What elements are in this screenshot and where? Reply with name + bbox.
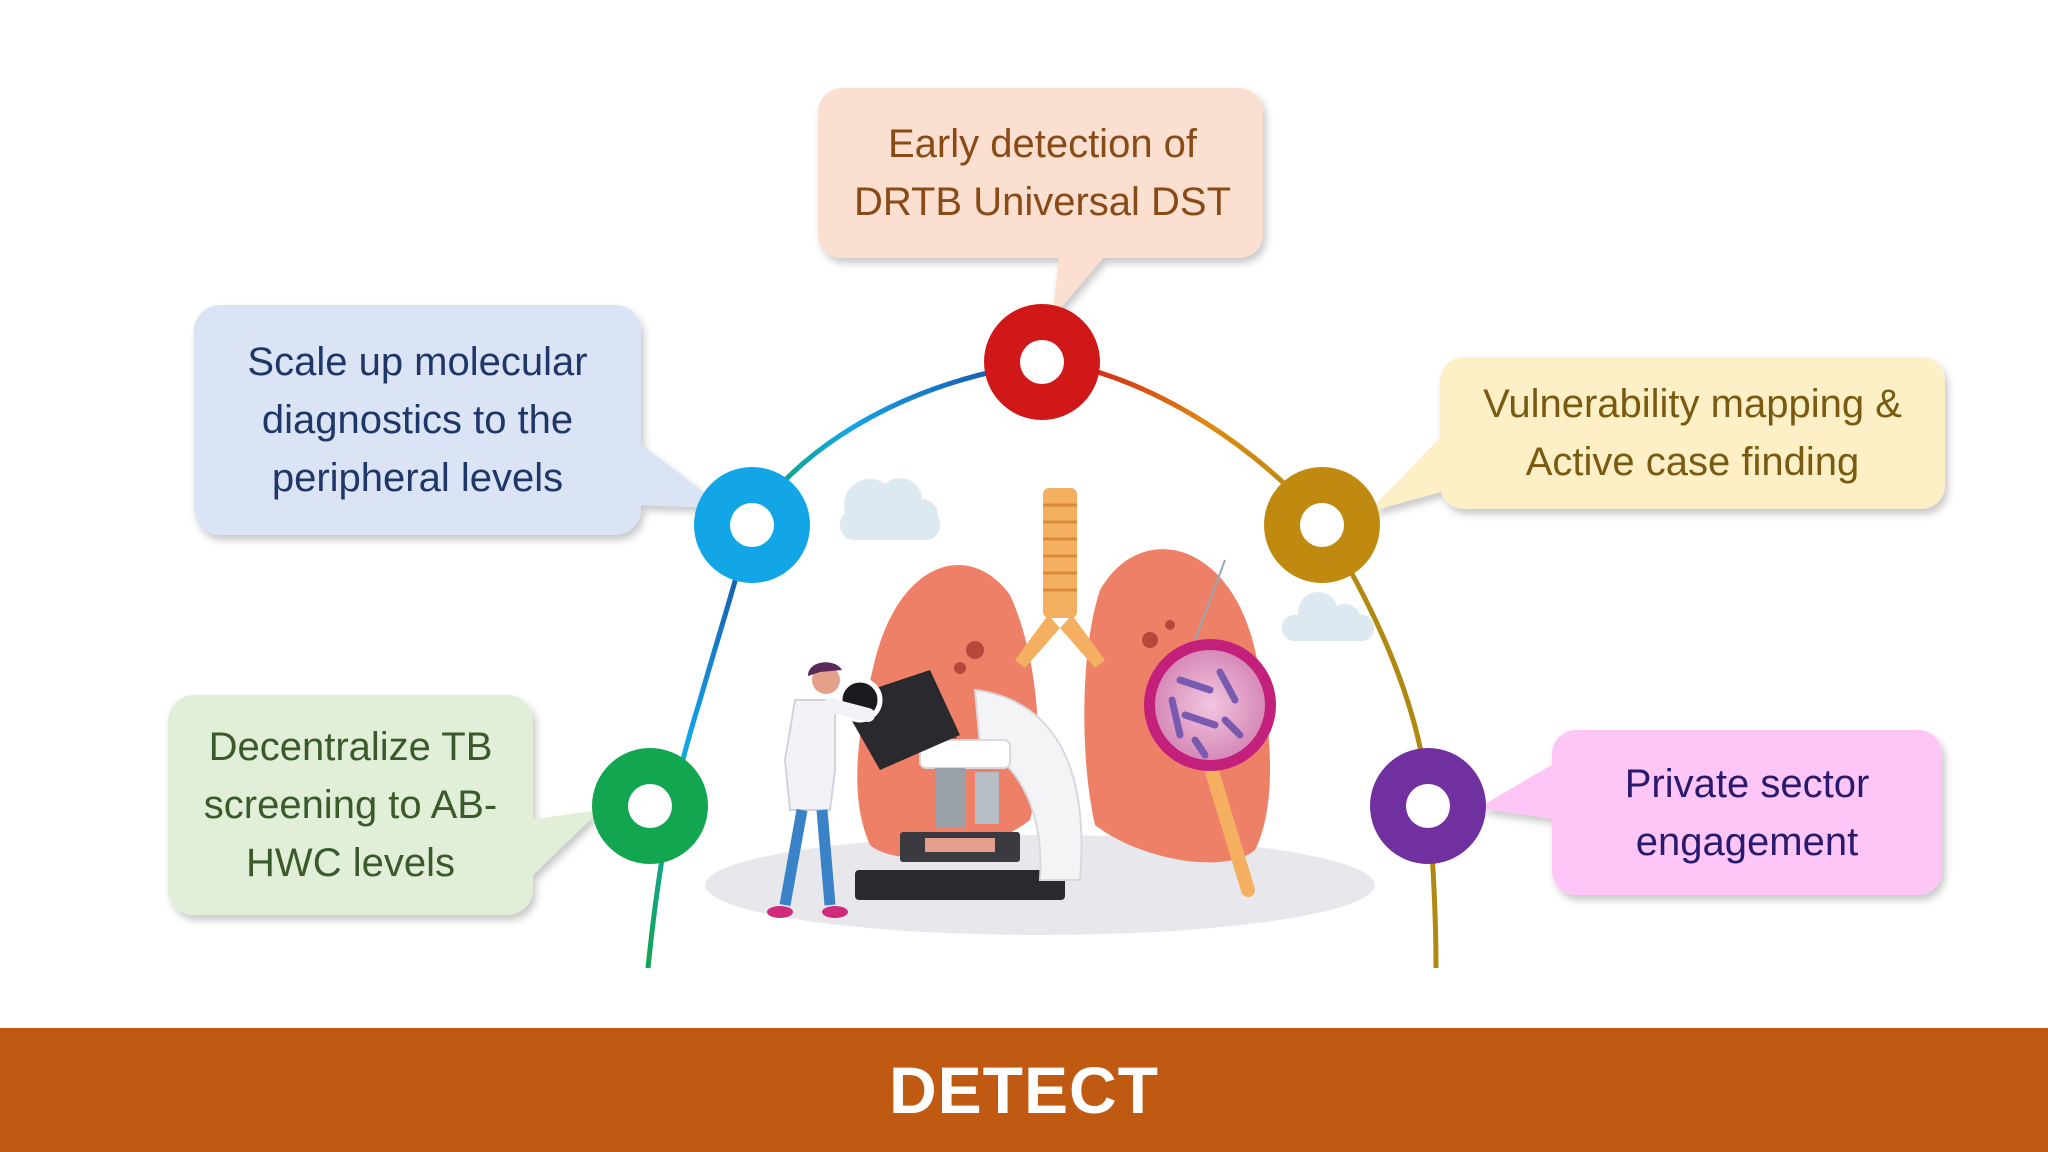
callout-bottom-right <box>1478 730 1942 895</box>
node-bottom-left <box>592 748 708 864</box>
magnifier-icon <box>1144 639 1276 897</box>
scientist-icon <box>767 662 875 918</box>
microscope-icon <box>837 670 1083 900</box>
callout-right <box>1368 357 1945 512</box>
callout-bottom-right-line-2: engagement <box>1635 819 1859 864</box>
callout-bottom-left <box>168 695 600 915</box>
footer-title: DETECT <box>889 1053 1159 1127</box>
callout-left-line-2: diagnostics to the <box>261 398 574 442</box>
node-left <box>694 467 810 583</box>
callout-bottom-left-line-1: Decentralize TB <box>208 725 493 769</box>
callout-top-line-2: DRTB Universal DST <box>853 180 1232 224</box>
callout-right-line-2: Active case finding <box>1525 440 1860 484</box>
node-top <box>984 304 1100 420</box>
callout-left-text: Scale up molecular diagnostics to the pe… <box>195 305 640 535</box>
callout-left-line-1: Scale up molecular <box>247 340 588 384</box>
callout-bottom-right-text: Private sector engagement <box>1552 730 1942 895</box>
callout-right-line-1: Vulnerability mapping & <box>1483 382 1902 426</box>
callout-left-line-3: peripheral levels <box>271 456 564 500</box>
lungs-microscope-illustration <box>705 478 1375 935</box>
callout-left <box>194 305 725 535</box>
callout-top <box>818 88 1263 318</box>
callout-top-text: Early detection of DRTB Universal DST <box>820 88 1265 258</box>
cloud-left-icon <box>840 478 940 540</box>
callout-top-line-1: Early detection of <box>887 122 1198 166</box>
node-right <box>1264 467 1380 583</box>
callout-bottom-left-line-3: HWC levels <box>246 841 455 885</box>
callout-bottom-left-line-2: screening to AB- <box>203 783 498 827</box>
callout-bottom-left-text: Decentralize TB screening to AB- HWC lev… <box>168 695 533 915</box>
callout-right-text: Vulnerability mapping & Active case find… <box>1440 357 1945 509</box>
footer-banner: DETECT <box>0 1028 2048 1152</box>
node-bottom-right <box>1370 748 1486 864</box>
callout-bottom-right-line-1: Private sector <box>1624 761 1870 806</box>
cloud-right-icon <box>1282 592 1374 641</box>
